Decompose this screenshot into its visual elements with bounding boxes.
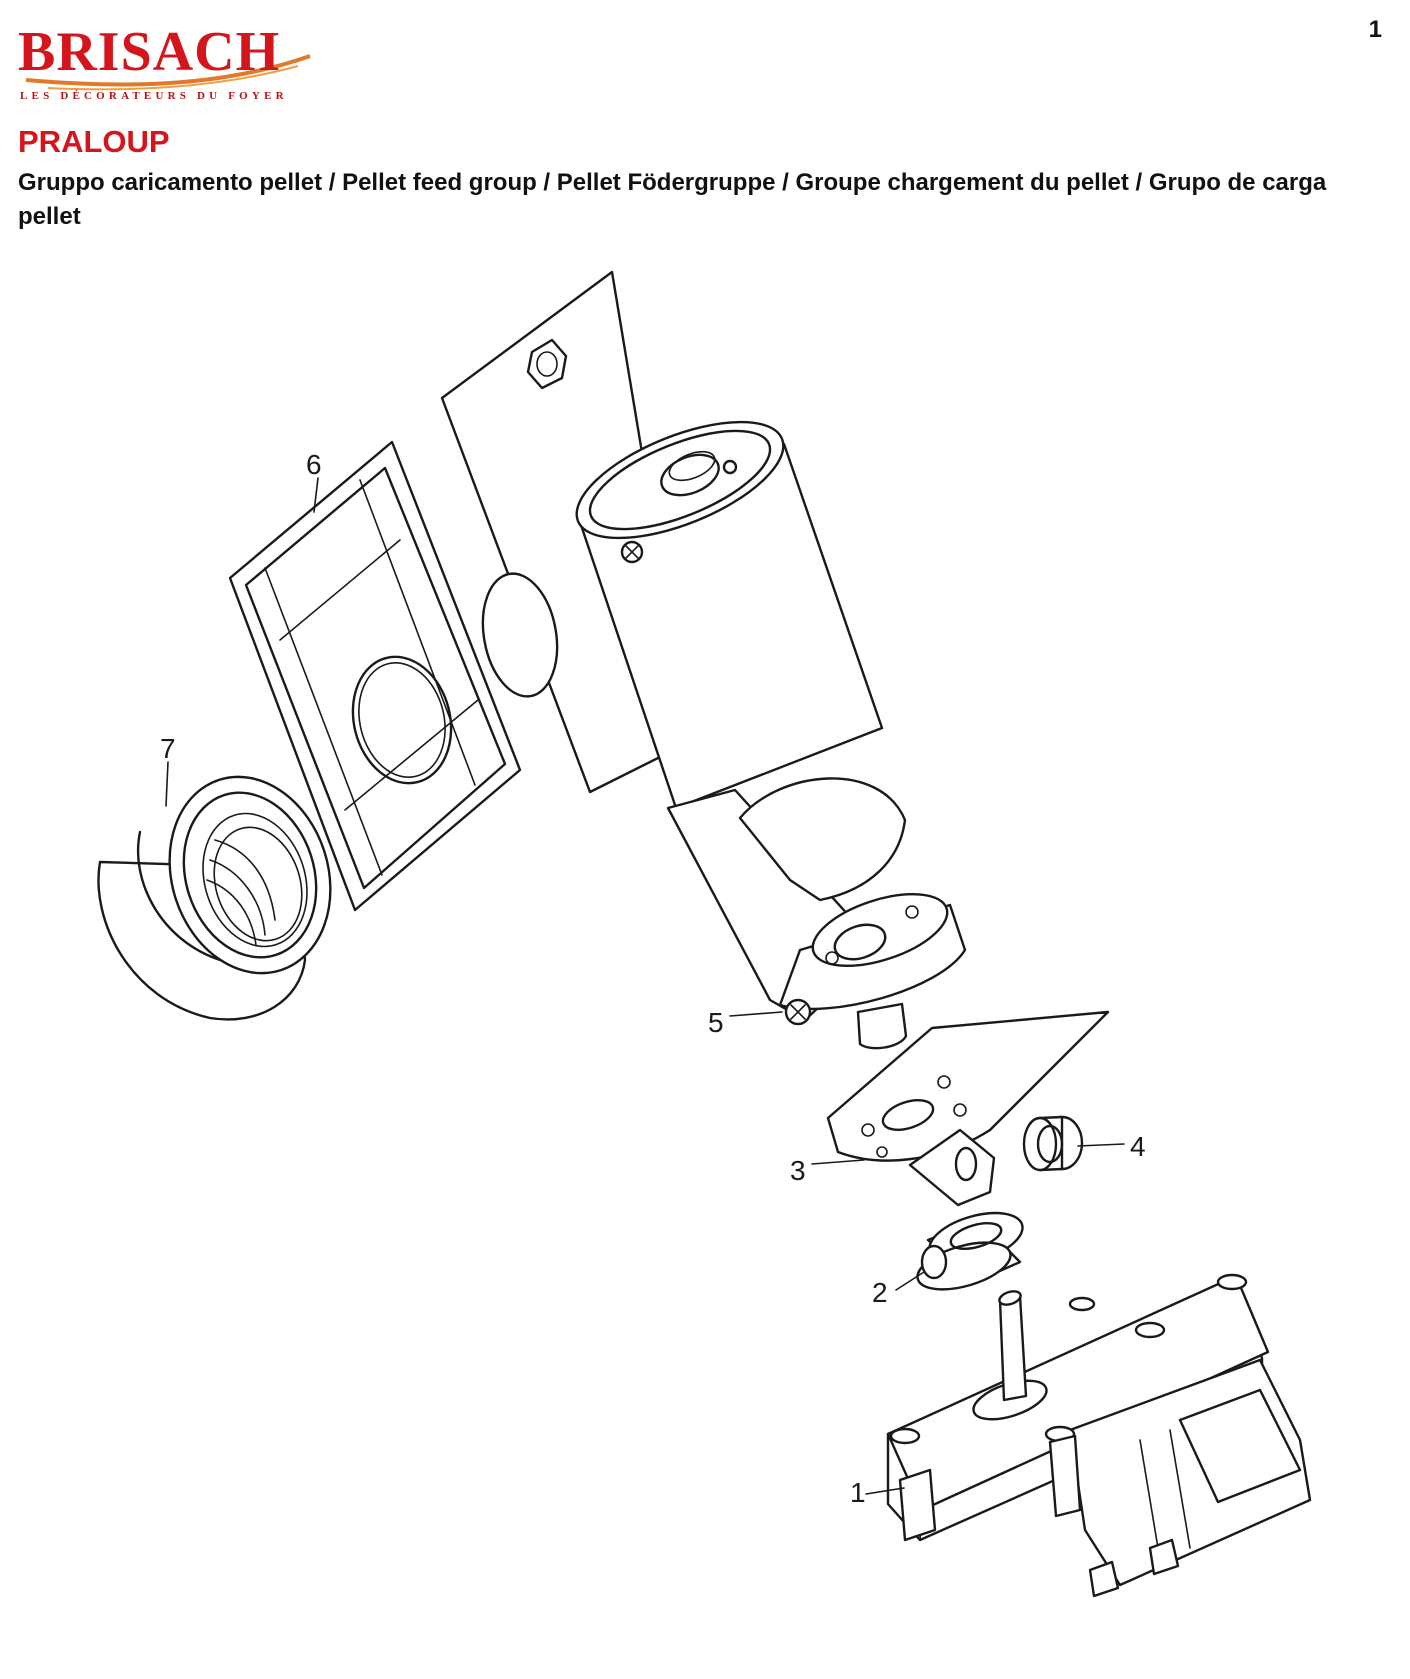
callout-2: 2 [872,1271,925,1308]
logo-swoosh-icon [25,54,311,91]
part-4-plug [1022,1115,1084,1172]
part-6-gasket [228,440,522,912]
logo-tagline: LES DÉCORATEURS DU FOYER [20,90,288,102]
callout-4: 4 [1077,1131,1146,1162]
callout-label-7: 7 [160,733,176,764]
part-1-gearmotor [886,1273,1312,1598]
brisach-logo: BRISACH LES DÉCORATEURS DU FOYER [18,21,311,106]
callout-6: 6 [306,449,322,513]
callout-5: 5 [708,1007,783,1038]
page-number: 1 [1368,16,1382,43]
part-7-sleeve [97,775,332,1021]
callout-3: 3 [790,1155,865,1186]
callout-label-3: 3 [790,1155,806,1186]
part-5-feed-tube-assembly [440,270,967,1050]
exploded-view-diagram: 1 2 3 4 5 6 7 [97,270,1312,1598]
model-title: PRALOUP [18,124,170,159]
callout-label-4: 4 [1130,1131,1146,1162]
logo-wordmark: BRISACH [18,21,281,83]
callout-label-1: 1 [850,1477,866,1508]
callout-label-5: 5 [708,1007,724,1038]
part-2-bushing [916,1211,1024,1291]
callout-label-2: 2 [872,1277,888,1308]
part-3-mounting-plate [826,1010,1110,1207]
callout-label-6: 6 [306,449,322,480]
part-group-title: Gruppo caricamento pellet / Pellet feed … [18,169,1327,230]
callout-7: 7 [160,733,176,807]
callout-1: 1 [850,1477,905,1508]
